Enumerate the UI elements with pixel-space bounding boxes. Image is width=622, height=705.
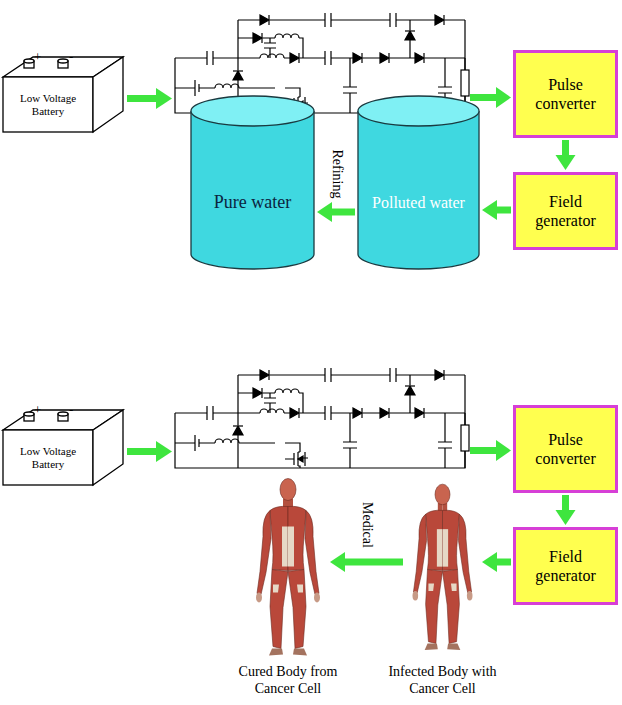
figure-caption: Infected Body with Cancer Cell bbox=[368, 663, 518, 697]
process-box: Field generator bbox=[513, 172, 618, 250]
node-text: Pulse converter bbox=[520, 75, 611, 113]
arrow-head bbox=[330, 552, 345, 572]
arrow-shaft bbox=[343, 559, 403, 566]
process-box: Pulse converter bbox=[513, 405, 618, 493]
figure-caption: Cured Body from Cancer Cell bbox=[223, 663, 353, 697]
flow-arrow bbox=[330, 552, 403, 572]
flow-arrow bbox=[482, 200, 511, 220]
arrow-head bbox=[556, 510, 576, 525]
terminal-sign: + bbox=[34, 49, 41, 65]
arrow-head bbox=[556, 155, 576, 170]
terminal-sign: - bbox=[69, 49, 73, 65]
arrow-shaft bbox=[562, 495, 569, 512]
terminal-sign: + bbox=[34, 402, 41, 418]
flow-arrow bbox=[556, 495, 576, 525]
arrow-head bbox=[482, 200, 497, 220]
water-tank bbox=[190, 95, 315, 270]
water-tank bbox=[357, 95, 480, 270]
arrow-shaft bbox=[495, 559, 511, 566]
battery-text: Low Voltage Battery bbox=[4, 432, 92, 484]
node-text: Infected Body with Cancer Cell bbox=[368, 663, 518, 697]
node-text: Pulse converter bbox=[520, 430, 611, 468]
process-box: Pulse converter bbox=[513, 50, 618, 138]
human-body bbox=[248, 476, 328, 662]
tank-text: Polluted water bbox=[361, 135, 476, 270]
node-text: Polluted water bbox=[372, 194, 465, 212]
body-figure: Infected Body with Cancer Cell bbox=[405, 476, 480, 662]
flow-arrows bbox=[127, 87, 511, 462]
edge-label: Medical bbox=[358, 502, 374, 548]
node-text: Field generator bbox=[520, 547, 611, 585]
battery-text: Low Voltage Battery bbox=[4, 79, 92, 131]
flow-arrow bbox=[556, 140, 576, 170]
arrow-shaft bbox=[330, 209, 355, 216]
node-text: Low Voltage Battery bbox=[4, 445, 92, 471]
tank-text: Pure water bbox=[194, 135, 311, 270]
battery-box: Low Voltage Battery bbox=[2, 408, 124, 486]
battery-box: Low Voltage Battery bbox=[2, 55, 124, 133]
water-tank-node: Polluted water bbox=[357, 95, 480, 270]
process-box: Field generator bbox=[513, 527, 618, 605]
node-text: Pure water bbox=[214, 192, 291, 213]
body-figure: Cured Body from Cancer Cell bbox=[248, 476, 328, 662]
node-text: Low Voltage Battery bbox=[4, 92, 92, 118]
flow-arrow bbox=[317, 202, 355, 222]
terminal-sign: - bbox=[69, 402, 73, 418]
node-text: Field generator bbox=[520, 192, 611, 230]
arrow-shaft bbox=[562, 140, 569, 157]
arrow-shaft bbox=[495, 207, 511, 214]
edge-label: Refining bbox=[328, 149, 344, 198]
converter-circuit bbox=[175, 368, 469, 468]
human-body bbox=[405, 476, 480, 662]
flow-arrow bbox=[482, 552, 511, 572]
water-tank-node: Pure water bbox=[190, 95, 315, 270]
arrow-head bbox=[482, 552, 497, 572]
arrow-head bbox=[317, 202, 332, 222]
node-text: Cured Body from Cancer Cell bbox=[223, 663, 353, 697]
